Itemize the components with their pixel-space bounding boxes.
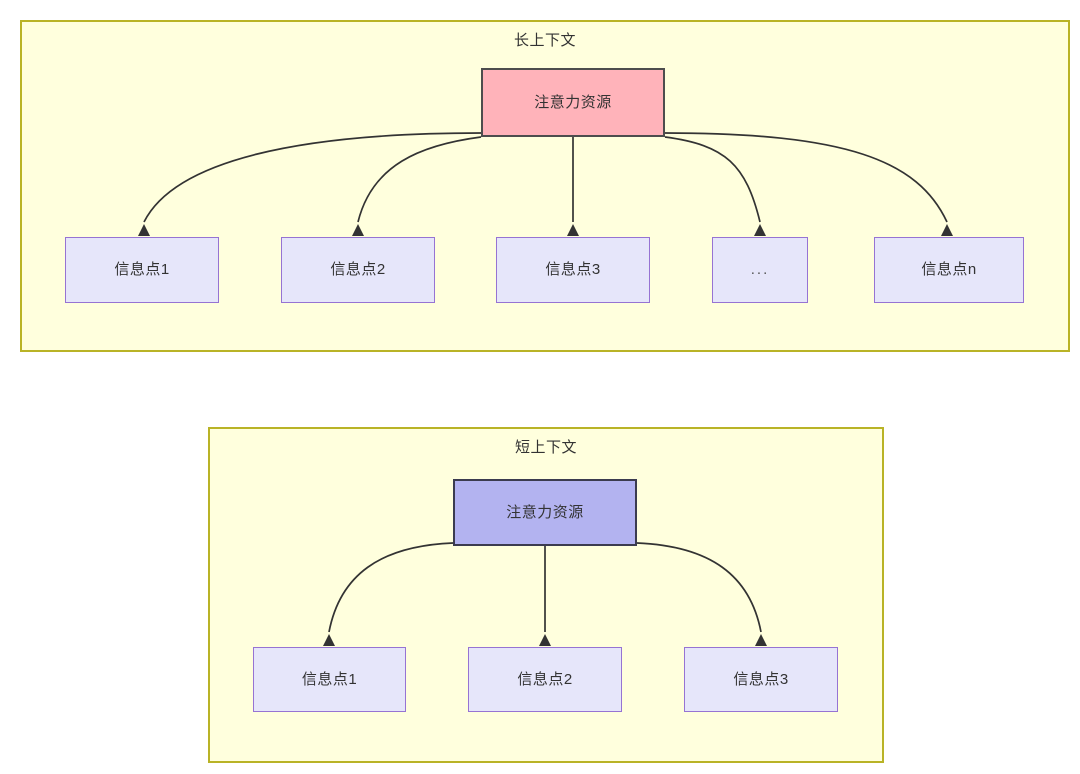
node-label: 注意力资源 bbox=[534, 93, 612, 111]
node-long-attention-resource[interactable]: 注意力资源 bbox=[481, 68, 665, 137]
node-label: 信息点2 bbox=[330, 261, 386, 278]
node-label: 信息点1 bbox=[114, 261, 170, 278]
node-short-leaf-3[interactable]: 信息点3 bbox=[684, 647, 838, 712]
node-label: ... bbox=[750, 261, 770, 278]
node-short-leaf-2[interactable]: 信息点2 bbox=[468, 647, 622, 712]
group-short-context[interactable]: 短上下文 bbox=[208, 427, 884, 763]
group-long-context-title: 长上下文 bbox=[513, 32, 576, 49]
node-label: 信息点2 bbox=[517, 670, 573, 688]
node-label: 信息点3 bbox=[545, 261, 601, 278]
node-label: 注意力资源 bbox=[506, 503, 584, 521]
node-long-leaf-2[interactable]: 信息点2 bbox=[281, 237, 435, 303]
node-long-leaf-ellipsis[interactable]: ... bbox=[712, 237, 808, 303]
node-label: 信息点3 bbox=[733, 670, 789, 688]
node-label: 信息点1 bbox=[301, 670, 358, 688]
node-short-leaf-1[interactable]: 信息点1 bbox=[253, 647, 406, 712]
node-long-leaf-n[interactable]: 信息点n bbox=[874, 237, 1024, 303]
node-label: 信息点n bbox=[921, 261, 977, 278]
node-short-attention-resource[interactable]: 注意力资源 bbox=[453, 479, 637, 546]
node-long-leaf-3[interactable]: 信息点3 bbox=[496, 237, 650, 303]
node-long-leaf-1[interactable]: 信息点1 bbox=[65, 237, 219, 303]
group-short-context-title: 短上下文 bbox=[514, 439, 577, 456]
